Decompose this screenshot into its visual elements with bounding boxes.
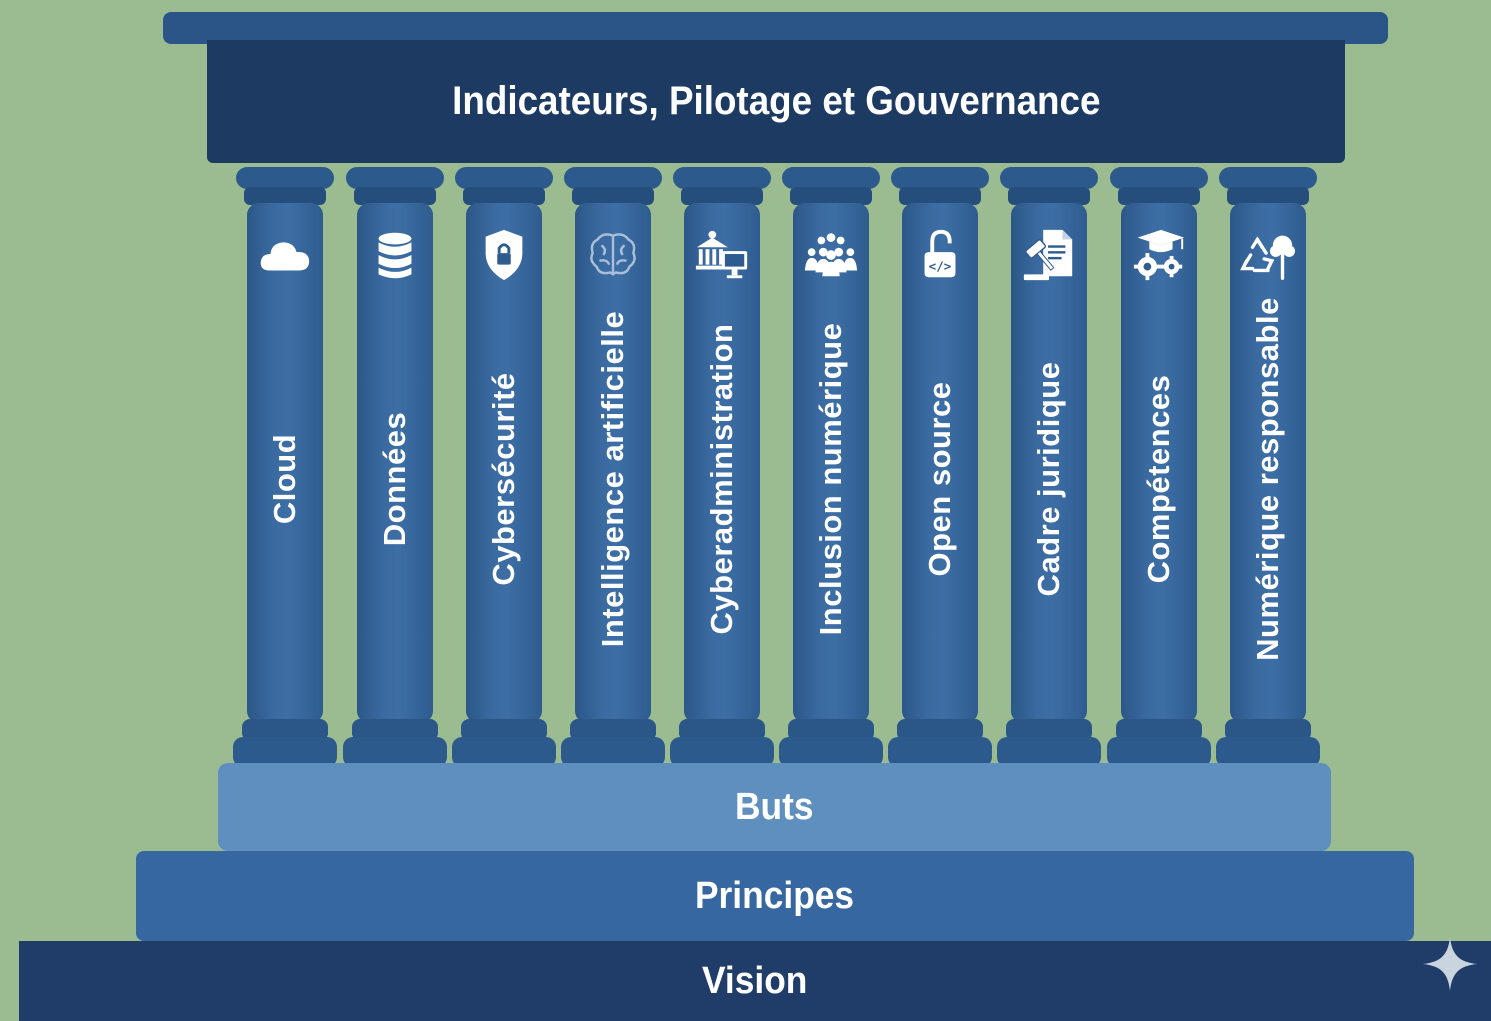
pillar-base: [561, 737, 665, 767]
level-vision-label: Vision: [702, 959, 808, 1002]
pillar-capital-band: [899, 187, 981, 205]
pillar-shaft: [793, 203, 869, 723]
pillar-base-band: [242, 719, 328, 741]
pillar-shaft: [902, 203, 978, 723]
cloud-icon: [255, 225, 315, 285]
pillar-label: Données: [377, 411, 412, 547]
pillar-label: Cybersécurité: [486, 372, 521, 586]
pillar-base: [888, 737, 992, 767]
unlocked-code-icon: </>: [910, 225, 970, 285]
pillar-capital-band: [463, 187, 545, 205]
pillar-base-band: [461, 719, 547, 741]
pillar-shaft: [1011, 203, 1087, 723]
sparkle-icon: [1423, 937, 1477, 991]
pillar-capital: [891, 167, 989, 189]
pillar-shaft: [575, 203, 651, 723]
pillar-capital: [782, 167, 880, 189]
pillar-base-band: [352, 719, 438, 741]
level-vision: Vision: [19, 941, 1491, 1021]
pillar-capital-band: [681, 187, 763, 205]
pillar-base: [1107, 737, 1211, 767]
pillar: Numérique responsable: [1216, 163, 1320, 768]
pillar-capital: [346, 167, 444, 189]
graduation-gears-icon: [1129, 225, 1189, 285]
shield-lock-icon: [474, 225, 534, 285]
pillar-capital: [1000, 167, 1098, 189]
pillar-capital-band: [1227, 187, 1309, 205]
roof-cornice: [163, 12, 1388, 44]
roof-entablature: Indicateurs, Pilotage et Gouvernance: [207, 40, 1345, 163]
pillar-capital-band: [354, 187, 436, 205]
pillar-capital: [673, 167, 771, 189]
pillar-capital-band: [572, 187, 654, 205]
pillar: Données: [343, 163, 447, 768]
pillar-capital-band: [1118, 187, 1200, 205]
pillar-base-band: [570, 719, 656, 741]
level-principes-label: Principes: [695, 874, 855, 917]
diagram-title: Indicateurs, Pilotage et Gouvernance: [451, 79, 1101, 123]
recycle-tree-icon: [1238, 225, 1298, 285]
pillar-shaft: [357, 203, 433, 723]
pillar-capital: [236, 167, 334, 189]
pillar-label: Intelligence artificielle: [595, 310, 630, 648]
brain-icon: [583, 225, 643, 285]
pillar-base: [343, 737, 447, 767]
pillar-base-band: [788, 719, 874, 741]
pillar: Cadre juridique: [997, 163, 1101, 768]
gavel-document-icon: [1019, 225, 1079, 285]
pillar-capital: [455, 167, 553, 189]
pillar-capital-band: [790, 187, 872, 205]
level-buts-label: Buts: [735, 785, 814, 828]
pillar-capital-band: [244, 187, 326, 205]
pillar-base-band: [1116, 719, 1202, 741]
database-icon: [365, 225, 425, 285]
pillar-shaft: [1230, 203, 1306, 723]
pillar-base: [997, 737, 1101, 767]
level-buts: Buts: [218, 763, 1331, 851]
pillar-label: Cyberadministration: [704, 323, 739, 635]
pillar-base: [779, 737, 883, 767]
government-computer-icon: [692, 225, 752, 285]
svg-text:</>: </>: [929, 258, 952, 273]
pillar-capital: [1110, 167, 1208, 189]
pillar-label: Compétences: [1141, 374, 1176, 584]
pillar-base: [452, 737, 556, 767]
pillar-base-band: [897, 719, 983, 741]
pillar-label: Inclusion numérique: [813, 322, 848, 636]
pillar-shaft: [1121, 203, 1197, 723]
pillar: Intelligence artificielle: [561, 163, 665, 768]
pillar-capital-band: [1008, 187, 1090, 205]
pillar-label: Numérique responsable: [1250, 297, 1285, 661]
pillar: Cyberadministration: [670, 163, 774, 768]
pillar-base-band: [1006, 719, 1092, 741]
pillar-capital: [1219, 167, 1317, 189]
pillar-base-band: [1225, 719, 1311, 741]
pillar-label: Cloud: [267, 433, 302, 525]
level-principes: Principes: [136, 851, 1414, 941]
pillar: Inclusion numérique: [779, 163, 883, 768]
pillar-base: [1216, 737, 1320, 767]
pillar-shaft: [247, 203, 323, 723]
pillar-capital: [564, 167, 662, 189]
pillar-shaft: [466, 203, 542, 723]
pillar: Cloud: [233, 163, 337, 768]
pillar: Cybersécurité: [452, 163, 556, 768]
pillar-label: Open source: [922, 381, 957, 577]
people-group-icon: [801, 225, 861, 285]
pillar: </> Open source: [888, 163, 992, 768]
pillar: Compétences: [1107, 163, 1211, 768]
pillar-label: Cadre juridique: [1031, 361, 1066, 597]
pillar-base: [233, 737, 337, 767]
pillar-base-band: [679, 719, 765, 741]
pillar-shaft: [684, 203, 760, 723]
pillar-base: [670, 737, 774, 767]
